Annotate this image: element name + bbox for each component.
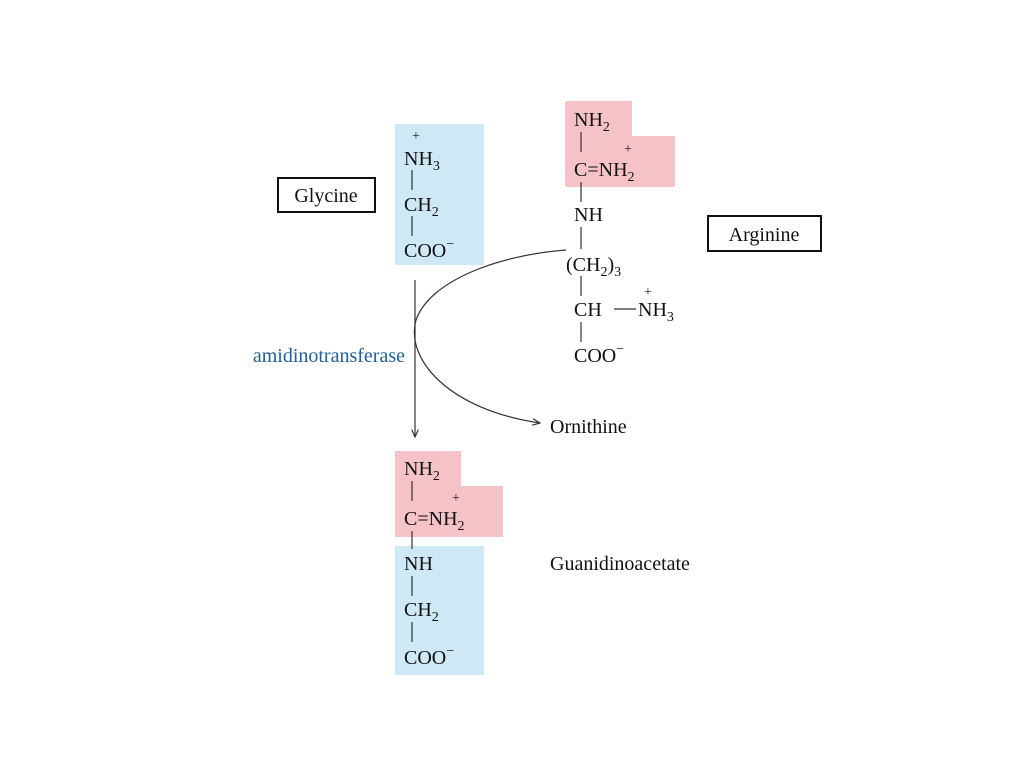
arginine-label-box bbox=[707, 215, 822, 252]
arginine-ch: CH bbox=[574, 299, 602, 321]
arginine-nh2-charge: + bbox=[624, 142, 632, 157]
arginine-coo: COO− bbox=[574, 342, 624, 367]
glycine-structure: + NH3 CH2 COO− bbox=[404, 129, 454, 262]
arginine-alpha-charge: + bbox=[644, 285, 652, 300]
guanidinoacetate-c-eq-nh2: C=NH2 bbox=[404, 508, 465, 534]
guanidinoacetate-ch2: CH2 bbox=[404, 599, 439, 625]
arginine-nh: NH bbox=[574, 204, 603, 226]
guanidinoacetate-coo: COO− bbox=[404, 644, 454, 669]
glycine-highlight bbox=[395, 124, 484, 265]
arginine-label: Arginine bbox=[729, 224, 800, 246]
glycine-ch2: CH2 bbox=[404, 194, 439, 220]
guanidinoacetate-nh2-charge: + bbox=[452, 491, 460, 506]
arginine-structure: NH2 + C=NH2 NH (CH2)3 CH + NH3 COO− bbox=[566, 109, 674, 367]
glycine-label-box bbox=[277, 177, 376, 213]
arginine-nh3: NH3 bbox=[638, 299, 674, 325]
arginine-ch2-3: (CH2)3 bbox=[566, 254, 621, 280]
glycine-nh3: NH3 bbox=[404, 148, 440, 174]
guanidinoacetate-nh: NH bbox=[404, 553, 433, 575]
glycine-nh3-charge: + bbox=[412, 129, 420, 144]
glycine-coo: COO− bbox=[404, 237, 454, 262]
guanidinoacetate-label: Guanidinoacetate bbox=[550, 553, 690, 575]
ornithine-label: Ornithine bbox=[550, 416, 627, 438]
guanidinoacetate-glycine-highlight bbox=[395, 546, 484, 675]
amidino-transfer-arrow bbox=[413, 249, 567, 423]
arginine-amidino-highlight bbox=[565, 101, 675, 187]
arginine-nh2-top: NH2 bbox=[574, 109, 610, 135]
guanidinoacetate-structure: NH2 + C=NH2 NH CH2 COO− bbox=[404, 458, 465, 669]
guanidinoacetate-nh2-top: NH2 bbox=[404, 458, 440, 484]
guanidinoacetate-amidino-highlight bbox=[395, 451, 503, 537]
enzyme-label: amidinotransferase bbox=[253, 345, 405, 367]
arginine-c-eq-nh2: C=NH2 bbox=[574, 159, 635, 185]
glycine-label: Glycine bbox=[294, 185, 357, 207]
